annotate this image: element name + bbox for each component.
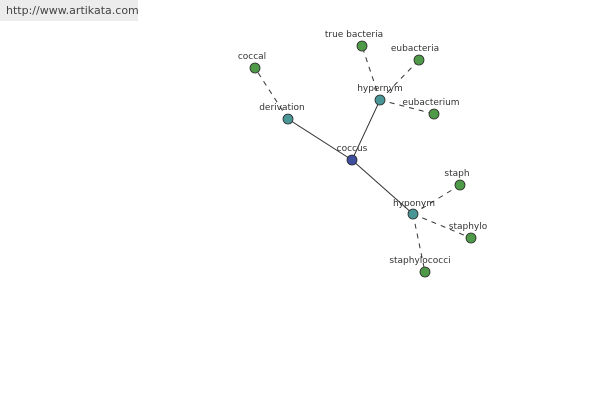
node-label-eubacteria: eubacteria <box>391 44 439 54</box>
node-label-coccus: coccus <box>337 144 368 154</box>
nodes-layer: coccus derivation hypernym hyponym coccal tru… <box>238 30 488 278</box>
edge-coccus-derivation <box>287 118 353 161</box>
node-hypernym[interactable] <box>374 94 386 106</box>
node-staphylococci[interactable] <box>419 266 431 278</box>
site-url-bar: http://www.artikata.com <box>0 0 139 21</box>
node-label-staph: staph <box>444 169 469 179</box>
edge-derivation-coccal <box>254 67 289 120</box>
node-label-eubacterium: eubacterium <box>402 98 459 108</box>
node-coccus[interactable] <box>346 154 358 166</box>
edge-hypernym-eubacteria <box>379 59 420 101</box>
node-label-staphylococci: staphylococci <box>389 256 450 266</box>
edge-hyponym-staphylo <box>412 213 472 239</box>
node-label-hypernym: hypernym <box>357 84 403 94</box>
node-hyponym[interactable] <box>407 208 419 220</box>
node-derivation[interactable] <box>282 113 294 125</box>
node-staph[interactable] <box>454 179 466 191</box>
node-true-bacteria[interactable] <box>356 40 368 52</box>
node-eubacterium[interactable] <box>428 108 440 120</box>
node-eubacteria[interactable] <box>413 54 425 66</box>
node-label-coccal: coccal <box>238 52 266 62</box>
edge-coccus-hyponym <box>351 159 414 215</box>
node-label-staphylo: staphylo <box>449 222 488 232</box>
edges-layer <box>254 45 472 273</box>
site-url-link[interactable]: http://www.artikata.com <box>6 4 139 17</box>
node-label-derivation: derivation <box>259 103 305 113</box>
node-staphylo[interactable] <box>465 232 477 244</box>
node-label-hyponym: hyponym <box>393 199 435 209</box>
edge-coccus-hypernym <box>351 99 381 161</box>
node-coccal[interactable] <box>249 62 261 74</box>
node-label-true-bacteria: true bacteria <box>325 30 383 40</box>
